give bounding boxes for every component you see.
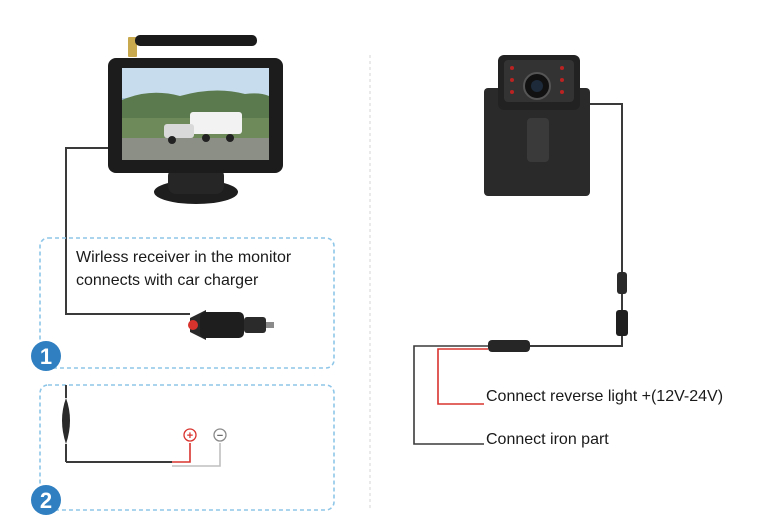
positive-terminal-icon: +: [183, 428, 197, 442]
svg-text:−: −: [217, 430, 223, 442]
splice-connector: [488, 340, 530, 352]
positive-lead: [172, 443, 191, 463]
car-charger-plug-icon: [188, 310, 274, 340]
backup-camera-icon: [484, 55, 590, 196]
step-2-box: [39, 384, 335, 511]
step-badge-2: 2: [31, 485, 61, 515]
step-1-box: [39, 237, 335, 369]
camera-cable: [590, 103, 623, 272]
receiver-caption: Wirless receiver in the monitor connects…: [76, 249, 292, 289]
svg-text:+: +: [187, 430, 193, 442]
wireless-monitor-icon: [108, 35, 283, 204]
connector-upper: [617, 272, 627, 294]
reverse-light-wire: [437, 348, 488, 405]
svg-text:2: 2: [40, 488, 52, 513]
iron-part-wire: [413, 345, 488, 445]
negative-lead: [172, 443, 221, 467]
svg-text:1: 1: [40, 344, 52, 369]
power-wire: [65, 147, 190, 315]
step-badge-1: 1: [31, 341, 61, 371]
iron-part-caption: Connect iron part: [486, 431, 609, 448]
reverse-light-caption: Connect reverse light +(12V-24V): [486, 388, 724, 405]
connector-lower: [616, 310, 628, 336]
negative-terminal-icon: −: [213, 428, 227, 442]
fuse-holder-icon: [62, 385, 70, 462]
